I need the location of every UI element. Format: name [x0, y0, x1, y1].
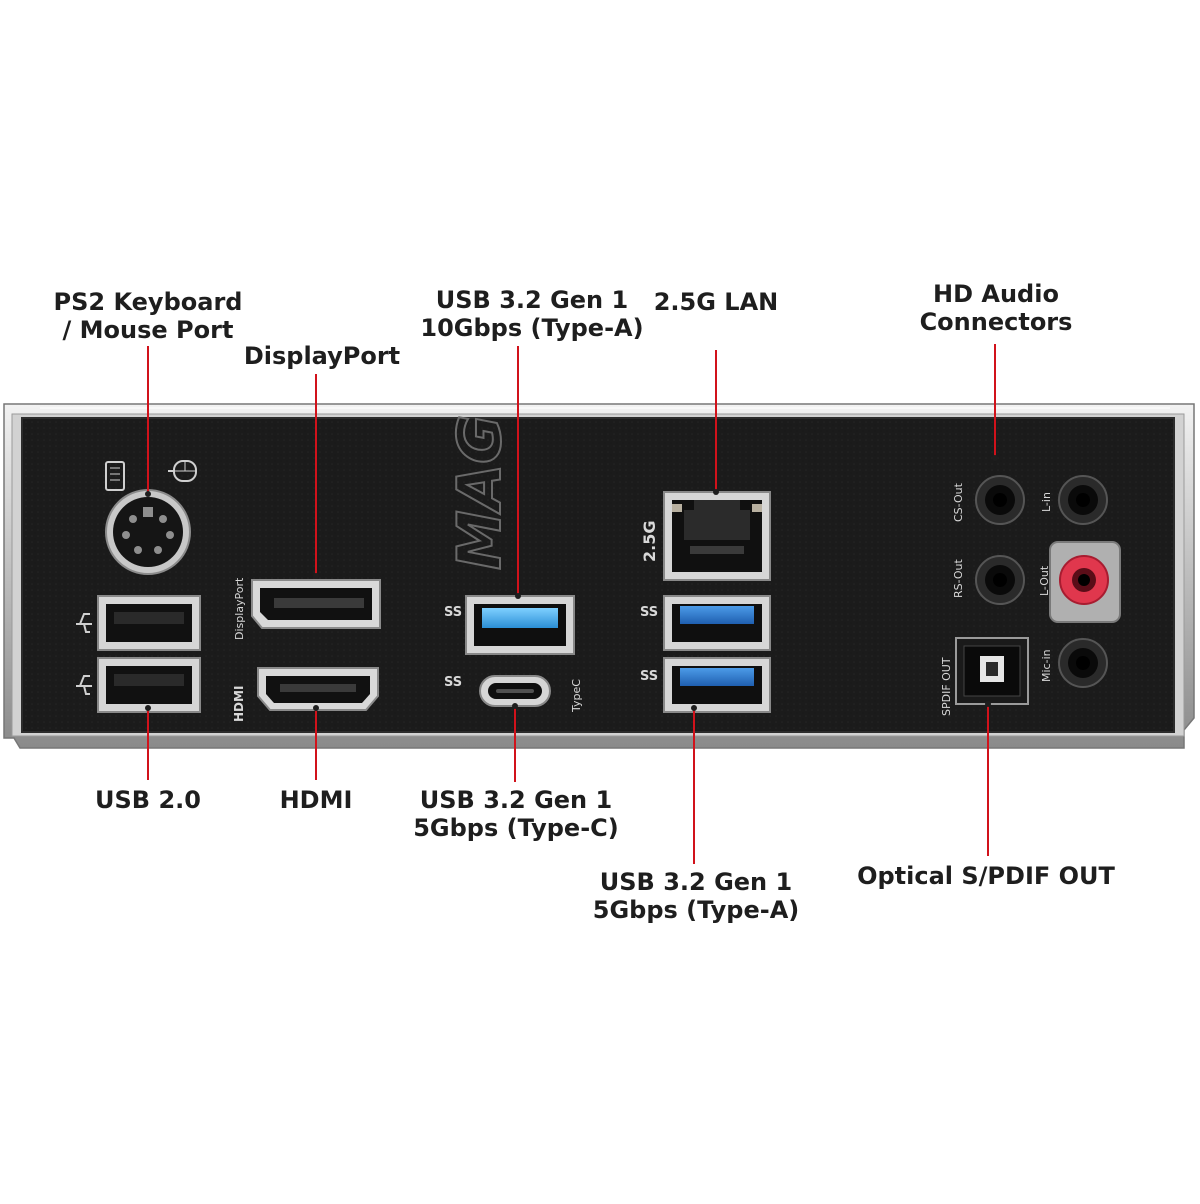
- ss-label-10g: SS: [444, 605, 462, 620]
- l-out-text: L-Out: [1038, 565, 1051, 596]
- label-usb32-10g-line1: USB 3.2 Gen 1: [435, 286, 629, 314]
- label-usb32-typea-line1: USB 3.2 Gen 1: [599, 868, 793, 896]
- usb32-5g-typea-port-bottom: [663, 657, 771, 713]
- label-usb32-typea-line2: 5Gbps (Type-A): [592, 896, 800, 924]
- label-spdif: Optical S/PDIF OUT: [848, 862, 1124, 890]
- label-ps2-line2: / Mouse Port: [62, 316, 234, 344]
- label-usb32-typec: USB 3.2 Gen 1 5Gbps (Type-C): [398, 786, 634, 842]
- displayport-vertical-text: DisplayPort: [233, 577, 246, 640]
- ss-label-5g-top: SS: [640, 605, 658, 620]
- label-usb20: USB 2.0: [78, 786, 218, 814]
- audio-jack-l-out: [1049, 541, 1121, 623]
- label-usb20-line1: USB 2.0: [95, 786, 201, 814]
- label-lan: 2.5G LAN: [626, 288, 806, 316]
- hdmi-port: [257, 667, 379, 711]
- label-displayport: DisplayPort: [222, 342, 422, 370]
- spdif-out-text: SPDIF OUT: [940, 657, 953, 716]
- usb-trident-icon: [76, 613, 92, 695]
- l-in-text: L-in: [1040, 492, 1053, 512]
- usb32-5g-typea-port-top: [663, 595, 771, 651]
- lan-speed-text: 2.5G: [640, 521, 659, 562]
- label-hdmi: HDMI: [256, 786, 376, 814]
- usb32-10g-typea-port: [465, 595, 575, 655]
- audio-jack-cs-out: [975, 475, 1025, 525]
- typec-vertical-text: TypeC: [570, 679, 583, 713]
- label-hdmi-line1: HDMI: [279, 786, 353, 814]
- audio-jack-l-in: [1058, 475, 1108, 525]
- displayport-port: [251, 579, 381, 629]
- ss-label-typec: SS: [444, 675, 462, 690]
- mag-logo: MAG: [445, 415, 515, 570]
- spdif-port: [955, 637, 1029, 705]
- usb20-port-top: [97, 595, 201, 651]
- ss-label-5g-bottom: SS: [640, 669, 658, 684]
- label-usb32-10g-line2: 10Gbps (Type-A): [420, 314, 644, 342]
- leader-lines: [147, 344, 996, 864]
- audio-jack-mic-in: [1058, 638, 1108, 688]
- label-displayport-line1: DisplayPort: [243, 342, 401, 370]
- label-usb32-typec-line1: USB 3.2 Gen 1: [419, 786, 613, 814]
- mic-in-text: Mic-in: [1040, 649, 1053, 682]
- cs-out-text: CS-Out: [952, 482, 965, 522]
- rs-out-text: RS-Out: [952, 558, 965, 598]
- label-spdif-line1: Optical S/PDIF OUT: [857, 862, 1115, 890]
- keyboard-icon: [105, 461, 125, 491]
- usb20-port-bottom: [97, 657, 201, 713]
- ps2-port: [105, 489, 191, 575]
- label-hd-audio-line2: Connectors: [919, 308, 1073, 336]
- label-ps2: PS2 Keyboard / Mouse Port: [48, 288, 248, 344]
- usb32-typec-port: [479, 675, 551, 707]
- label-hd-audio-line1: HD Audio: [933, 280, 1059, 308]
- label-usb32-typea: USB 3.2 Gen 1 5Gbps (Type-A): [576, 868, 816, 924]
- leader-end-dots: [145, 455, 998, 711]
- label-ps2-line1: PS2 Keyboard: [53, 288, 243, 316]
- label-hd-audio: HD Audio Connectors: [906, 280, 1086, 336]
- label-usb32-typec-line2: 5Gbps (Type-C): [413, 814, 619, 842]
- label-lan-line1: 2.5G LAN: [653, 288, 779, 316]
- audio-jack-rs-out: [975, 555, 1025, 605]
- lan-port: [663, 491, 771, 581]
- mouse-icon: [168, 460, 197, 482]
- label-usb32-10g: USB 3.2 Gen 1 10Gbps (Type-A): [412, 286, 652, 342]
- hdmi-vertical-text: HDMI: [232, 686, 246, 722]
